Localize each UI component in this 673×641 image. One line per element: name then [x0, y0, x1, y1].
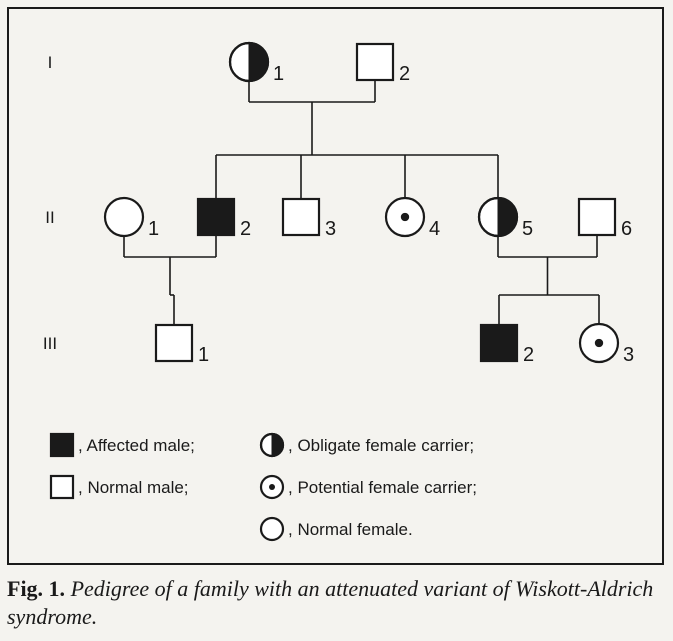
- individual-number-i-1: 1: [273, 63, 284, 85]
- individual-number-ii-6: 6: [621, 218, 632, 240]
- figure-frame: [7, 7, 664, 565]
- legend-label-potential-carrier: , Potential female carrier;: [288, 478, 477, 497]
- individual-number-ii-1: 1: [148, 218, 159, 240]
- individual-number-ii-3: 3: [325, 218, 336, 240]
- generation-label-III: III: [43, 334, 57, 353]
- individual-number-ii-5: 5: [522, 218, 533, 240]
- legend-symbol-affected-male: [49, 432, 75, 458]
- legend-symbol-obligate-carrier: [259, 432, 285, 458]
- caption-label: Fig. 1.: [7, 576, 66, 601]
- individual-i-1: [228, 41, 270, 83]
- individual-number-iii-3: 3: [623, 344, 634, 366]
- individual-iii-3: [578, 322, 620, 364]
- individual-i-2: [355, 42, 395, 82]
- figure-caption: Fig. 1. Pedigree of a family with an att…: [7, 575, 667, 631]
- individual-number-iii-2: 2: [523, 344, 534, 366]
- individual-ii-3: [281, 197, 321, 237]
- generation-label-I: I: [48, 53, 53, 72]
- individual-number-ii-4: 4: [429, 218, 440, 240]
- individual-iii-1: [154, 323, 194, 363]
- individual-number-ii-2: 2: [240, 218, 251, 240]
- legend: , Affected male; , Normal male; , Obligate…: [49, 432, 477, 542]
- legend-symbol-normal-male: [49, 474, 75, 500]
- legend-symbol-normal-female: [259, 516, 285, 542]
- caption-text: Pedigree of a family with an attenuated …: [7, 576, 654, 629]
- generation-label-II: II: [45, 208, 54, 227]
- legend-label-obligate-carrier: , Obligate female carrier;: [288, 436, 474, 455]
- individual-ii-6: [577, 197, 617, 237]
- individual-ii-2: [196, 197, 236, 237]
- legend-label-affected-male: , Affected male;: [78, 436, 195, 455]
- legend-label-normal-male: , Normal male;: [78, 478, 189, 497]
- individual-number-i-2: 2: [399, 63, 410, 85]
- pedigree-lines: [123, 80, 600, 325]
- legend-symbol-potential-carrier: [259, 474, 285, 500]
- individual-ii-5: [477, 196, 519, 238]
- individual-ii-1: [103, 196, 145, 238]
- individual-ii-4: [384, 196, 426, 238]
- legend-label-normal-female: , Normal female.: [288, 520, 413, 539]
- individual-number-iii-1: 1: [198, 344, 209, 366]
- individual-iii-2: [479, 323, 519, 363]
